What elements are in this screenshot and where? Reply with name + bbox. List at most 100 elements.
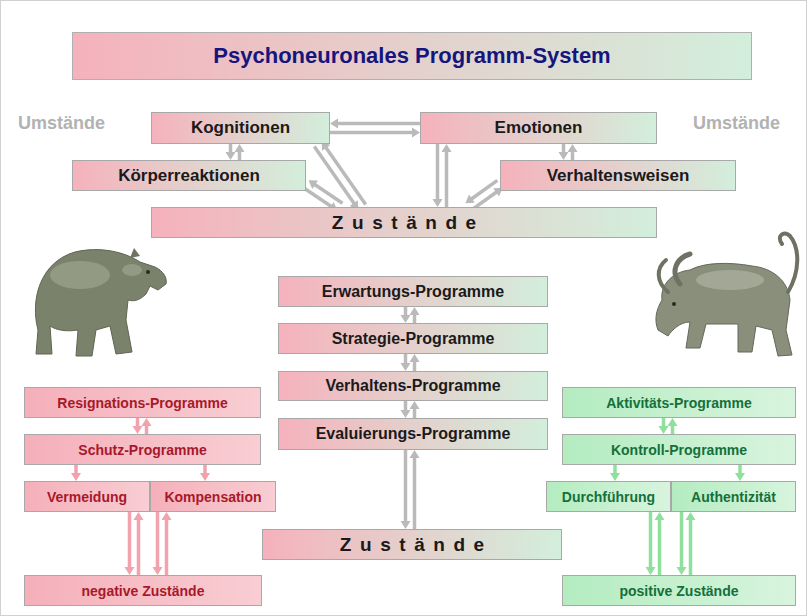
arrow-head xyxy=(410,307,420,315)
program-box: Schutz-Programme xyxy=(24,434,261,465)
connector xyxy=(646,512,665,575)
connector xyxy=(610,465,620,481)
arrow-head xyxy=(133,426,143,434)
arrow-head xyxy=(465,195,474,204)
connector xyxy=(401,354,420,371)
arrow-head xyxy=(153,567,163,575)
arrow-shaft xyxy=(136,418,140,427)
arrow-shaft xyxy=(671,425,675,434)
program-box: Körperreaktionen xyxy=(72,160,306,191)
arrow-shaft xyxy=(413,457,417,529)
arrow-head xyxy=(677,567,687,575)
arrow-shaft xyxy=(649,512,653,568)
box-label: Strategie-Programme xyxy=(332,330,495,348)
connector xyxy=(125,512,144,575)
state-band: Zustände xyxy=(262,529,562,560)
program-box: Kognitionen xyxy=(151,112,330,144)
program-box: positive Zustände xyxy=(562,575,796,606)
arrow-shaft xyxy=(145,425,149,434)
arrow-shaft xyxy=(330,131,413,135)
arrow-shaft xyxy=(156,512,160,568)
arrow-shaft xyxy=(613,465,617,474)
arrow-shaft xyxy=(404,354,408,364)
program-box: Strategie-Programme xyxy=(278,323,548,354)
arrow-head xyxy=(433,199,443,207)
connector xyxy=(659,418,678,434)
arrow-shaft xyxy=(689,519,693,575)
arrow-shaft xyxy=(314,147,354,204)
program-box: Authentizität xyxy=(671,481,796,512)
side-label: Umstände xyxy=(693,113,780,134)
arrow-head xyxy=(142,418,152,426)
arrow-shaft xyxy=(658,519,662,575)
arrow-head xyxy=(125,567,135,575)
connector xyxy=(401,450,420,529)
arrow-head xyxy=(71,473,81,481)
program-box: Aktivitäts-Programme xyxy=(562,387,796,418)
connector xyxy=(677,512,696,575)
box-label: Kontroll-Programme xyxy=(611,442,747,458)
arrow-shaft xyxy=(203,465,207,474)
arrow-head xyxy=(559,152,569,160)
program-box: Kontroll-Programme xyxy=(562,434,796,465)
connector xyxy=(330,119,420,138)
state-band: Zustände xyxy=(151,207,657,238)
connector xyxy=(226,144,245,160)
arrow-head xyxy=(442,144,452,152)
arrow-shaft xyxy=(662,418,666,427)
box-label: Verhaltensweisen xyxy=(547,166,690,186)
arrow-shaft xyxy=(303,188,331,207)
box-label: Evaluierungs-Programme xyxy=(316,425,511,443)
connector xyxy=(433,144,452,207)
program-box: Kompensation xyxy=(150,481,276,512)
arrow-shaft xyxy=(571,151,575,160)
box-label: Körperreaktionen xyxy=(118,166,260,186)
arrow-shaft xyxy=(404,307,408,316)
arrow-shaft xyxy=(128,512,132,568)
connector xyxy=(153,512,172,575)
arrow-head xyxy=(226,152,236,160)
program-box: Evaluierungs-Programme xyxy=(278,418,548,450)
arrow-head xyxy=(655,512,665,520)
arrow-shaft xyxy=(74,465,78,474)
program-box: Durchführung xyxy=(546,481,671,512)
arrow-head xyxy=(412,128,420,138)
arrow-head xyxy=(568,144,578,152)
box-label: Verhaltens-Programme xyxy=(325,377,500,395)
arrow-shaft xyxy=(680,512,684,568)
arrow-shaft xyxy=(562,144,566,153)
arrow-head xyxy=(659,426,669,434)
program-box: Resignations-Programme xyxy=(24,387,261,418)
arrow-head xyxy=(410,401,420,409)
arrow-head xyxy=(410,354,420,362)
arrow-head xyxy=(410,450,420,458)
arrow-shaft xyxy=(445,151,449,207)
box-label: positive Zustände xyxy=(619,583,738,599)
arrow-head xyxy=(200,473,210,481)
arrow-head xyxy=(235,144,245,152)
box-label: Schutz-Programme xyxy=(78,442,206,458)
program-box: negative Zustände xyxy=(24,575,262,606)
connector xyxy=(401,307,420,323)
program-box: Emotionen xyxy=(420,112,657,144)
arrow-head xyxy=(735,473,745,481)
arrow-shaft xyxy=(471,180,497,199)
arrow-head xyxy=(686,512,696,520)
box-label: Erwartungs-Programme xyxy=(322,283,504,301)
box-label: Vermeidung xyxy=(47,489,127,505)
program-box: Vermeidung xyxy=(24,481,150,512)
connector xyxy=(200,465,210,481)
arrow-head xyxy=(309,180,318,189)
arrow-shaft xyxy=(238,151,242,160)
arrow-shaft xyxy=(738,465,742,474)
arrow-head xyxy=(610,473,620,481)
arrow-shaft xyxy=(413,408,417,418)
box-label: Emotionen xyxy=(495,118,583,138)
connector xyxy=(133,418,152,434)
connector xyxy=(401,401,420,418)
arrow-head xyxy=(134,512,144,520)
arrow-shaft xyxy=(137,519,141,575)
program-box: Erwartungs-Programme xyxy=(278,276,548,307)
